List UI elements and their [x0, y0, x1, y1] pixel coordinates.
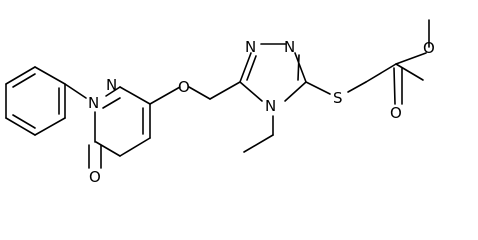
atom-o-ester: O — [423, 39, 435, 57]
thioacetate-chain — [305, 19, 430, 105]
molecule-structure-diagram: N N O O N N N S O O — [5, 19, 435, 186]
ether-linker — [149, 81, 241, 105]
ethyl-group — [243, 115, 274, 153]
atom-s-thioether: S — [333, 89, 343, 107]
atom-o-ester-carbonyl: O — [390, 104, 402, 122]
atom-o-carbonyl: O — [89, 168, 101, 186]
pyridazinone-ring — [64, 83, 151, 169]
atom-n-pyridazine-2: N — [88, 94, 99, 112]
atom-n-triazole-4: N — [265, 97, 276, 115]
atom-o-ether: O — [178, 78, 190, 96]
triazole-ring — [239, 43, 307, 102]
atom-n-pyridazine-1: N — [106, 76, 117, 94]
atom-n-triazole-1: N — [245, 38, 256, 56]
phenyl-ring — [5, 66, 66, 136]
atom-n-triazole-2: N — [284, 38, 295, 56]
